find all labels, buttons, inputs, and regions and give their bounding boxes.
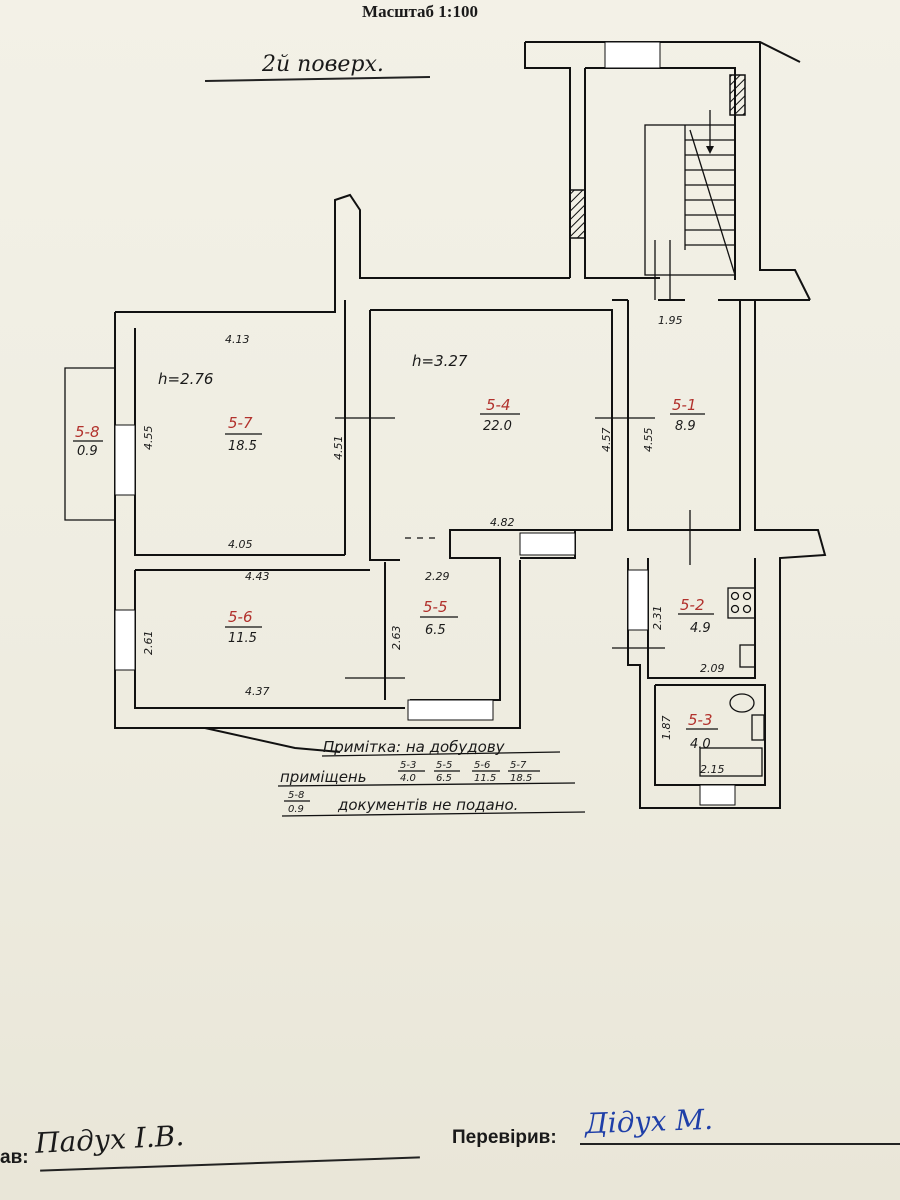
- balcony-5-8: [64, 367, 115, 521]
- dim-r54-right: 4.57: [600, 428, 613, 453]
- dim-r56-top: 4.43: [245, 570, 270, 583]
- dim-r57-bottom: 4.05: [228, 538, 253, 551]
- note-line-2-prefix: приміщень: [280, 768, 367, 786]
- room-area-5-5: 6.5: [425, 623, 446, 638]
- window-5-6: [114, 609, 136, 671]
- room-id-5-2: 5-2: [680, 596, 705, 614]
- right-signature-label: Перевірив:: [452, 1127, 557, 1148]
- floor-plan: 5-7 18.5 5-4 22.0 5-1 8.9 5-6 11.5 5-5 6…: [64, 41, 827, 817]
- room-area-5-4: 22.0: [483, 419, 512, 434]
- stair-block: [524, 41, 811, 301]
- dim-r57-right: 4.51: [332, 436, 345, 461]
- note-line-1: Примітка: на добудову: [323, 738, 506, 756]
- washbasin-icon: [751, 714, 765, 741]
- dim-r51-side: 4.55: [642, 428, 655, 453]
- bathtub-icon: [699, 747, 763, 777]
- dim-r52-bottom: 2.09: [700, 662, 725, 675]
- note-frac-den-3: 11.5: [474, 773, 496, 784]
- dim-r51-top: 1.95: [658, 314, 683, 327]
- window-5-5: [407, 699, 494, 721]
- room-area-5-3: 4.0: [690, 737, 711, 752]
- scale-title: Масштаб 1:100: [362, 2, 478, 21]
- main-walls: [64, 193, 827, 809]
- note-frac-den-2: 6.5: [436, 773, 452, 784]
- room-area-5-2: 4.9: [690, 621, 711, 636]
- room-id-5-4: 5-4: [486, 396, 511, 414]
- signature-footer: ав: Падух І.В. Перевірив: Дідух М.: [0, 1102, 900, 1200]
- left-signature-label: ав:: [0, 1147, 29, 1168]
- height-5-7: h=2.76: [158, 370, 213, 388]
- note-line-3-suffix: документів не подано.: [337, 796, 518, 814]
- dim-r57-side: 4.55: [142, 426, 155, 451]
- dim-r56-side: 2.61: [142, 631, 155, 656]
- left-signature: Падух І.В.: [34, 1119, 185, 1160]
- height-5-4: h=3.27: [412, 352, 468, 370]
- room-area-5-1: 8.9: [675, 419, 696, 434]
- room-area-5-6: 11.5: [228, 631, 257, 646]
- note-frac-den-1: 4.0: [400, 773, 416, 784]
- window-stair-top: [604, 41, 661, 69]
- room-id-5-7: 5-7: [228, 414, 253, 432]
- wall-hatch-stair-right: [729, 74, 746, 116]
- dim-r52-side: 2.31: [651, 606, 664, 631]
- dim-r54-bottom: 4.82: [490, 516, 515, 529]
- dim-r57-top: 4.13: [225, 333, 250, 346]
- stove-icon: [727, 587, 756, 619]
- note-frac-num-4: 5-7: [510, 760, 527, 771]
- dim-r53-bottom: 2.15: [700, 763, 725, 776]
- toilet-icon: [729, 693, 755, 713]
- room-id-5-3: 5-3: [688, 711, 713, 729]
- right-signature-line: [580, 1143, 900, 1145]
- note-frac-num-1: 5-3: [400, 760, 416, 771]
- window-5-3: [699, 784, 736, 806]
- handwritten-note: Примітка: на добудову приміщень 5-3 4.0 …: [277, 738, 586, 817]
- window-5-7: [114, 424, 136, 496]
- note-frac-num-5: 5-8: [288, 790, 304, 801]
- floor-title: 2й поверх.: [262, 52, 384, 77]
- window-corridor: [519, 532, 576, 556]
- room-id-5-8: 5-8: [75, 423, 100, 441]
- window-5-2: [627, 569, 649, 631]
- dim-r55-side: 2.63: [390, 626, 403, 651]
- room-area-5-7: 18.5: [228, 439, 257, 454]
- note-frac-num-2: 5-5: [436, 760, 452, 771]
- note-frac-den-5: 0.9: [288, 804, 304, 815]
- dim-r53-side: 1.87: [660, 716, 673, 741]
- dim-r55-top: 2.29: [425, 570, 450, 583]
- room-id-5-5: 5-5: [423, 598, 448, 616]
- note-frac-num-3: 5-6: [474, 760, 490, 771]
- right-signature: Дідух М.: [584, 1102, 714, 1141]
- note-frac-den-4: 18.5: [510, 773, 532, 784]
- wall-hatch-stair-left: [569, 189, 586, 239]
- left-signature-line: [40, 1156, 420, 1172]
- dim-r56-bottom: 4.37: [245, 685, 270, 698]
- room-labels: 5-7 18.5 5-4 22.0 5-1 8.9 5-6 11.5 5-5 6…: [73, 396, 718, 752]
- room-id-5-1: 5-1: [672, 396, 697, 414]
- sink-icon: [739, 644, 756, 668]
- dimensions: 4.13 4.55 4.51 4.05 4.43 2.61 4.37 2.29 …: [142, 314, 725, 776]
- room-id-5-6: 5-6: [228, 608, 253, 626]
- room-area-5-8: 0.9: [77, 444, 98, 459]
- stair-arrow-icon: [706, 146, 714, 154]
- kitchen-fixtures: [699, 587, 765, 777]
